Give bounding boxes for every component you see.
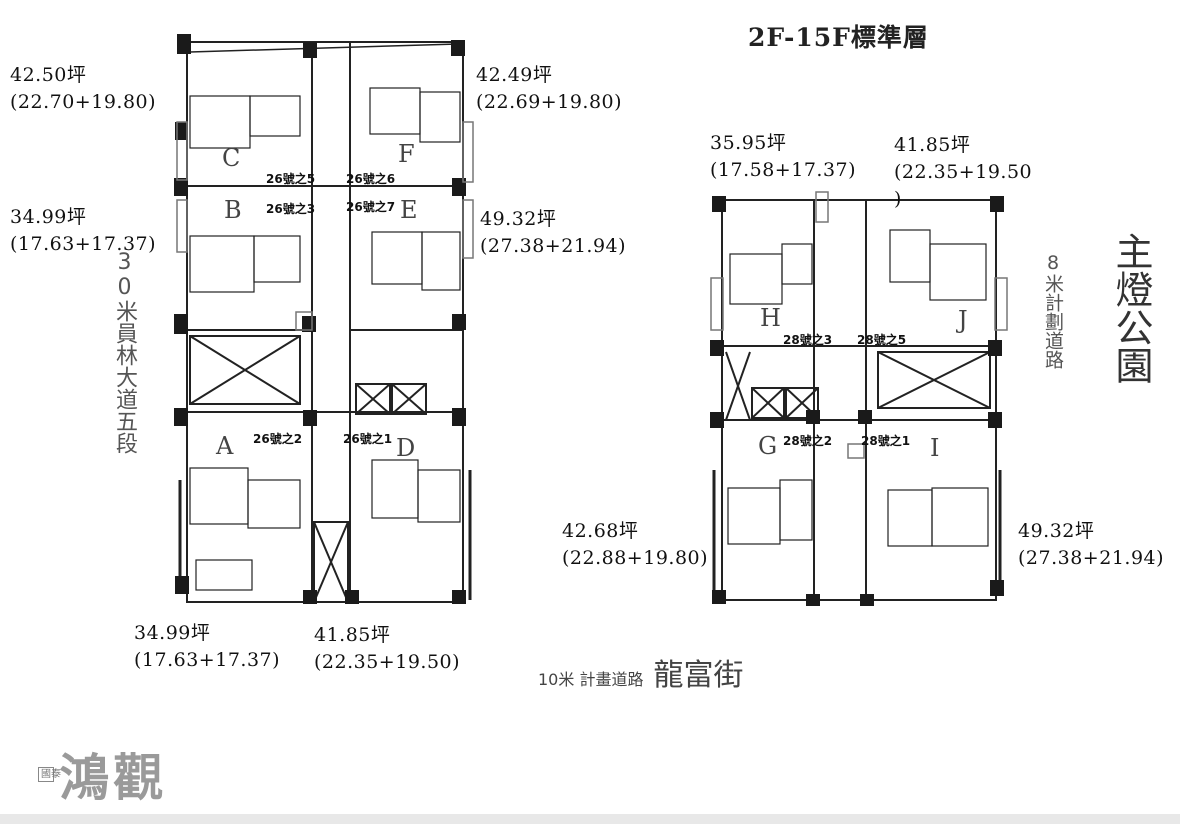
road-label-left: 30米員林大道五段 — [112, 250, 137, 454]
area-detail: (27.38+21.94) — [1018, 547, 1165, 569]
brand-tag: 國泰 — [38, 766, 61, 782]
address-label: 26號之2 — [253, 432, 303, 446]
area-detail-tail: ) — [894, 188, 902, 210]
area-detail: (22.35+19.50) — [314, 651, 461, 673]
area-detail: (27.38+21.94) — [480, 235, 627, 257]
unit-letter-f: F — [398, 140, 415, 168]
floor-title: 2F-15F標準層 — [748, 23, 929, 52]
balcony-frames — [176, 121, 1008, 459]
unit-letter-g: G — [758, 432, 778, 460]
structural-columns — [174, 34, 1004, 606]
road-label-bottom-name: 龍富街 — [653, 658, 744, 693]
area-label-j: 41.85坪 (22.35+19.50 ) — [894, 132, 1032, 213]
area-detail: (22.88+19.80) — [562, 547, 709, 569]
area-ping: 34.99坪 — [10, 206, 87, 228]
unit-letter-e: E — [400, 196, 418, 224]
road-label-right: 8米計劃道路 — [1042, 252, 1064, 369]
area-label-a: 34.99坪 (17.63+17.37) — [134, 620, 280, 674]
area-label-h: 35.95坪 (17.58+17.37) — [710, 130, 856, 184]
area-ping: 41.85坪 — [314, 624, 391, 646]
area-ping: 42.49坪 — [476, 64, 553, 86]
area-label-i: 49.32坪 (27.38+21.94) — [1018, 518, 1164, 572]
area-ping: 35.95坪 — [710, 132, 787, 154]
park-label: 主燈公園 — [1109, 232, 1153, 384]
area-ping: 42.68坪 — [562, 520, 639, 542]
area-detail: (17.58+17.37) — [710, 159, 857, 181]
area-label-c: 42.50坪 (22.70+19.80) — [10, 62, 156, 116]
brand-logo: 國泰 鴻觀 — [38, 738, 167, 810]
unit-letter-j: J — [958, 306, 968, 334]
unit-letter-d: D — [396, 434, 416, 462]
area-detail: (17.63+17.37) — [134, 649, 281, 671]
area-label-g: 42.68坪 (22.88+19.80) — [562, 518, 708, 572]
footer-bar — [0, 814, 1180, 824]
address-label: 26號之6 — [346, 172, 396, 186]
unit-letter-h: H — [760, 304, 781, 332]
area-detail: (22.70+19.80) — [10, 91, 157, 113]
area-ping: 34.99坪 — [134, 622, 211, 644]
left-building-walls — [178, 41, 472, 603]
unit-letter-c: C — [222, 144, 241, 172]
address-label: 28號之2 — [783, 434, 833, 448]
address-label: 28號之3 — [783, 333, 833, 347]
unit-letter-i: I — [930, 434, 940, 462]
area-ping: 41.85坪 — [894, 134, 971, 156]
address-label: 26號之5 — [266, 172, 316, 186]
address-label: 28號之5 — [857, 333, 907, 347]
area-label-f: 42.49坪 (22.69+19.80) — [476, 62, 622, 116]
road-label-bottom-small: 10米 計畫道路 — [538, 670, 644, 689]
area-label-e: 49.32坪 (27.38+21.94) — [480, 206, 626, 260]
area-detail: (22.69+19.80) — [476, 91, 623, 113]
area-label-b: 34.99坪 (17.63+17.37) — [10, 204, 156, 258]
area-ping: 49.32坪 — [480, 208, 557, 230]
right-building-walls — [712, 199, 1002, 601]
address-label: 28號之1 — [861, 434, 911, 448]
area-label-d: 41.85坪 (22.35+19.50) — [314, 622, 460, 676]
address-label: 26號之7 — [346, 200, 396, 214]
road-label-bottom: 10米 計畫道路龍富街 — [538, 650, 743, 694]
unit-letter-a: A — [216, 432, 234, 460]
brand-name: 鴻觀 — [59, 748, 168, 807]
area-detail: (17.63+17.37) — [10, 233, 157, 255]
area-ping: 49.32坪 — [1018, 520, 1095, 542]
area-ping: 42.50坪 — [10, 64, 87, 86]
address-label: 26號之1 — [343, 432, 393, 446]
address-label: 26號之3 — [266, 202, 316, 216]
area-detail: (22.35+19.50 — [894, 161, 1033, 183]
unit-letter-b: B — [224, 196, 242, 224]
